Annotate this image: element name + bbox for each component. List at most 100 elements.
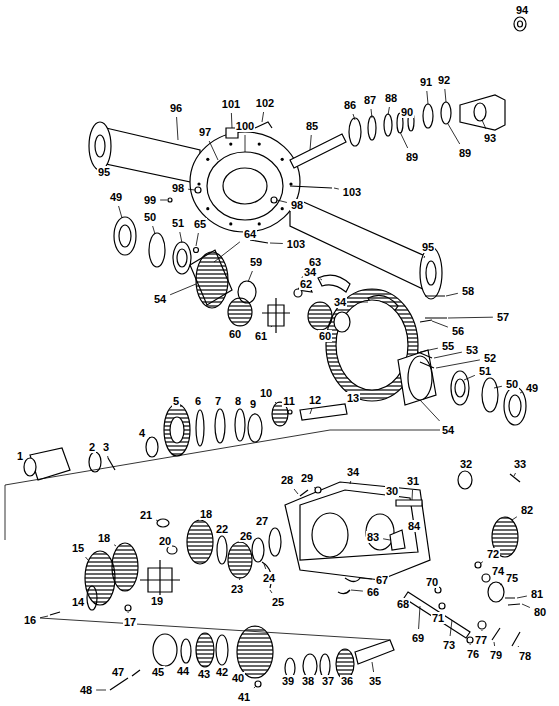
callout-number: 50 [505, 378, 519, 390]
callout-number: 12 [308, 394, 322, 406]
leader-line [254, 413, 255, 414]
callout-number: 60 [228, 328, 242, 340]
callout-number: 97 [198, 126, 212, 138]
leader-line [156, 520, 158, 522]
bolt-hole [206, 158, 209, 161]
callout-number: 90 [400, 106, 414, 118]
callout-number: 71 [431, 612, 445, 624]
callout-number: 21 [139, 509, 153, 521]
leader-line [310, 409, 312, 414]
callout-number: 80 [533, 606, 547, 618]
callout-number: 96 [169, 102, 183, 114]
leader-line [277, 200, 287, 202]
leader-line [160, 200, 167, 201]
leader-line [360, 578, 372, 579]
callout-number: 83 [366, 531, 380, 543]
shift-parts [404, 562, 520, 646]
leader-line [520, 392, 522, 394]
leader-line [470, 644, 471, 645]
callout-number: 33 [513, 458, 527, 470]
callout-number: 20 [158, 535, 172, 547]
leader-line [448, 317, 493, 319]
callout-number: 92 [437, 74, 451, 86]
callout-number: 52 [483, 352, 497, 364]
leader-line [40, 616, 48, 618]
callout-number: 29 [300, 472, 314, 484]
callout-number: 49 [525, 382, 539, 394]
leader-line [372, 662, 374, 672]
callout-number: 57 [496, 311, 510, 323]
callout-number: 60 [318, 330, 332, 342]
callout-number: 87 [363, 94, 377, 106]
leader-line [248, 271, 252, 282]
bolt-hole [229, 142, 232, 145]
callout-number: 64 [243, 228, 257, 240]
callout-number: 50 [143, 211, 157, 223]
callout-number: 26 [239, 530, 253, 542]
leader-line [448, 124, 460, 144]
leader-line [412, 490, 414, 500]
callout-number: 23 [230, 583, 244, 595]
callout-number: 13 [346, 392, 360, 404]
callout-number: 70 [425, 576, 439, 588]
callout-number: 81 [530, 588, 544, 600]
callout-number: 54 [153, 293, 167, 305]
callout-number: 54 [441, 424, 455, 436]
callout-number: 88 [384, 92, 398, 104]
differential-assembly [114, 186, 526, 425]
leader-line [275, 402, 276, 403]
callout-number: 98 [290, 199, 304, 211]
callout-number: 18 [97, 532, 111, 544]
leader-line [214, 242, 240, 262]
leader-line [128, 612, 129, 613]
callout-number: 102 [255, 97, 275, 109]
bolt-hole [206, 207, 209, 210]
leader-line [420, 400, 440, 421]
callout-number: 25 [271, 596, 285, 608]
leader-line [350, 481, 352, 484]
leader-line [107, 456, 108, 458]
leader-line [517, 596, 527, 598]
leader-line [180, 232, 182, 243]
leader-line [270, 590, 272, 593]
leader-line [114, 545, 116, 546]
leader-line [481, 630, 482, 631]
callout-number: 35 [368, 675, 382, 687]
leader-line [254, 687, 255, 688]
callout-number: 22 [215, 523, 229, 535]
bolt-holes [197, 142, 292, 225]
callout-number: 49 [109, 191, 123, 203]
callout-number: 34 [333, 296, 347, 308]
leader-line [420, 348, 438, 352]
callout-number: 24 [262, 572, 276, 584]
leader-line [450, 620, 452, 636]
leader-line [514, 473, 516, 476]
leader-line [481, 562, 483, 563]
leader-line [482, 120, 486, 129]
callout-number: 10 [259, 387, 273, 399]
leader-line [436, 360, 480, 368]
callout-number: 48 [79, 684, 93, 696]
callout-number: 95 [97, 166, 111, 178]
callout-number: 56 [451, 325, 465, 337]
leader-line [96, 690, 106, 691]
callout-number: 103 [286, 238, 306, 250]
bolt-hole [197, 182, 200, 185]
leader-line [518, 646, 520, 647]
callout-number: 43 [197, 668, 211, 680]
axle-housing [89, 122, 442, 299]
callout-number: 74 [491, 565, 505, 577]
leader-line [314, 487, 316, 489]
callout-number: 58 [461, 285, 475, 297]
callout-number: 6 [194, 395, 202, 407]
leader-line [424, 256, 426, 258]
leader-line [494, 642, 496, 646]
callout-number: 55 [441, 340, 455, 352]
carrier-housing [285, 471, 520, 594]
callout-number: 5 [172, 395, 180, 407]
callout-number: 32 [459, 458, 473, 470]
callout-number: 79 [489, 649, 503, 661]
callout-number: 82 [520, 504, 534, 516]
leader-line [351, 590, 363, 591]
callout-number: 34 [346, 466, 360, 478]
